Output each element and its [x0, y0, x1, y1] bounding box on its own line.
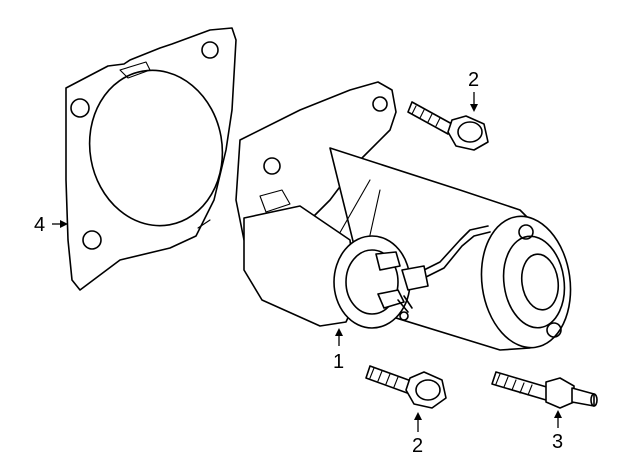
callout-2-lower: 2 [412, 435, 423, 457]
callout-4: 4 [34, 214, 45, 236]
leader-lines [52, 92, 562, 432]
stud [491, 371, 598, 409]
callout-3: 3 [552, 431, 563, 453]
callout-1: 1 [333, 351, 344, 373]
upper-bolt [407, 101, 489, 151]
callout-2-upper: 2 [468, 69, 479, 91]
lower-bolt [365, 365, 447, 409]
heat-shield [65, 27, 237, 291]
starter-motor [235, 81, 572, 351]
